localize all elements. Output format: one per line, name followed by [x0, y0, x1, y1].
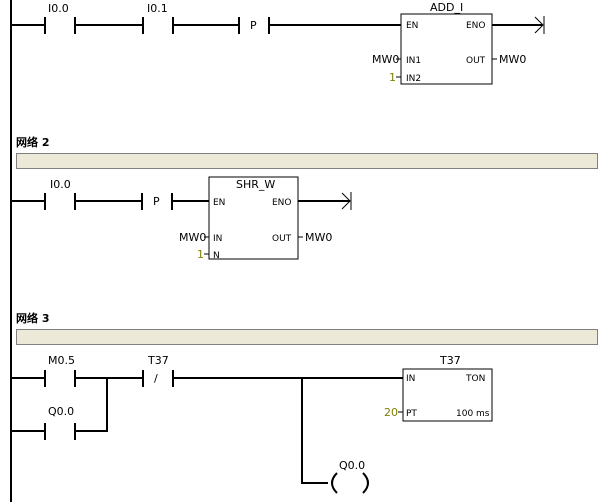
shr-w-in-val[interactable]: MW0: [179, 231, 206, 244]
shr-w-n-val[interactable]: 1: [197, 248, 204, 261]
ton-timer-name[interactable]: T37: [439, 354, 461, 367]
add-i-in2: IN2: [406, 74, 421, 84]
edge-p-label: P: [153, 195, 160, 208]
shr-w-title: SHR_W: [236, 178, 275, 191]
add-i-eno: ENO: [466, 21, 486, 31]
edge-p-label: P: [250, 19, 257, 32]
ton-type: TON: [465, 374, 485, 384]
shr-w-n: N: [213, 251, 220, 261]
network-3-title: 网络 3: [16, 311, 49, 325]
ton-pt-val[interactable]: 20: [384, 406, 398, 419]
network-2: 网络 2 I0.0 P SHR_W EN ENO IN N OUT MW0 1 …: [11, 135, 598, 261]
contact-t37-nc-mark: /: [154, 372, 158, 385]
add-i-in1-val[interactable]: MW0: [372, 53, 399, 66]
ton-pt: PT: [406, 409, 417, 419]
shr-w-out-val[interactable]: MW0: [305, 231, 332, 244]
network-3-comment-bar[interactable]: [16, 329, 598, 345]
eno-arrow-icon: [341, 192, 351, 210]
branch-wire: [75, 378, 108, 432]
shr-w-box[interactable]: [208, 176, 299, 260]
add-i-title: ADD_I: [430, 1, 463, 14]
network-2-title: 网络 2: [16, 135, 49, 149]
contact-i00-label: I0.0: [50, 178, 71, 191]
network-1: I0.0 I0.1 P ADD_I EN ENO IN1 IN2 OUT MW0…: [11, 1, 545, 85]
shr-w-en: EN: [213, 198, 225, 208]
add-i-en: EN: [406, 21, 418, 31]
network-2-comment-bar[interactable]: [16, 153, 598, 169]
contact-i00-label: I0.0: [48, 2, 69, 15]
add-i-in2-val[interactable]: 1: [389, 71, 396, 84]
add-i-out: OUT: [466, 56, 486, 66]
contact-m05-label: M0.5: [48, 354, 75, 367]
network-3: 网络 3 M0.5 Q0.0 T37 / T37 IN TON PT 100 m…: [11, 311, 598, 494]
shr-w-in: IN: [213, 234, 222, 244]
coil-right-paren[interactable]: [362, 472, 369, 494]
add-i-out-val[interactable]: MW0: [499, 53, 526, 66]
eno-arrow-icon: [534, 16, 544, 34]
contact-i01-label: I0.1: [147, 2, 168, 15]
ton-timer-box[interactable]: [402, 368, 493, 422]
add-i-box[interactable]: [400, 13, 493, 85]
coil-left-paren[interactable]: [331, 472, 338, 494]
ton-in: IN: [406, 374, 415, 384]
coil-branch-wire: [301, 378, 328, 484]
shr-w-out: OUT: [272, 234, 292, 244]
add-i-in1: IN1: [406, 56, 421, 66]
shr-w-eno: ENO: [272, 198, 292, 208]
coil-q00-label: Q0.0: [339, 459, 365, 472]
contact-q00-label: Q0.0: [48, 405, 74, 418]
contact-t37-label: T37: [147, 354, 169, 367]
ton-base: 100 ms: [456, 409, 490, 419]
